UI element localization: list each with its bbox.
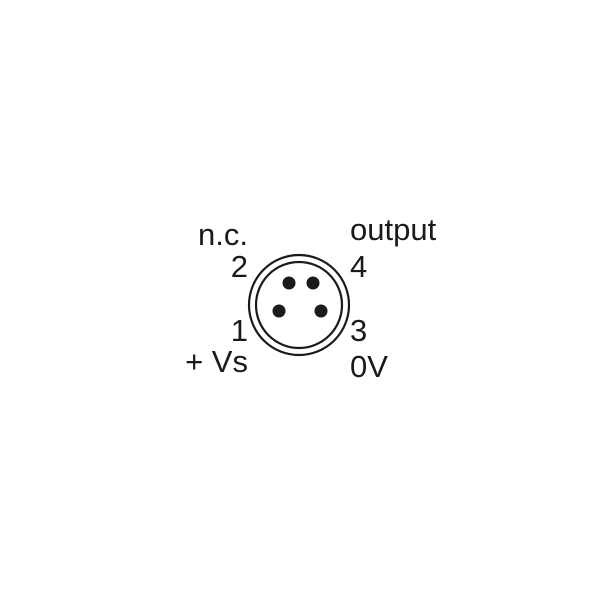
pin-contact-2 (282, 276, 296, 290)
connector-inner-ring (254, 260, 344, 350)
pin-1-signal-label: + Vs (185, 344, 248, 379)
pin-3-signal-label: 0V (350, 349, 388, 384)
pin-2-signal-label: n.c. (198, 217, 248, 252)
pin-3-number-label: 3 (350, 313, 367, 348)
pin-2-number-label: 2 (231, 249, 248, 284)
pin-contact-1 (272, 304, 286, 318)
connector-outer-ring (247, 253, 351, 357)
pin-4-number-label: 4 (350, 249, 367, 284)
pin-contact-3 (314, 304, 328, 318)
pin-1-number-label: 1 (231, 313, 248, 348)
pin-contact-4 (306, 276, 320, 290)
pin-4-signal-label: output (350, 212, 437, 247)
